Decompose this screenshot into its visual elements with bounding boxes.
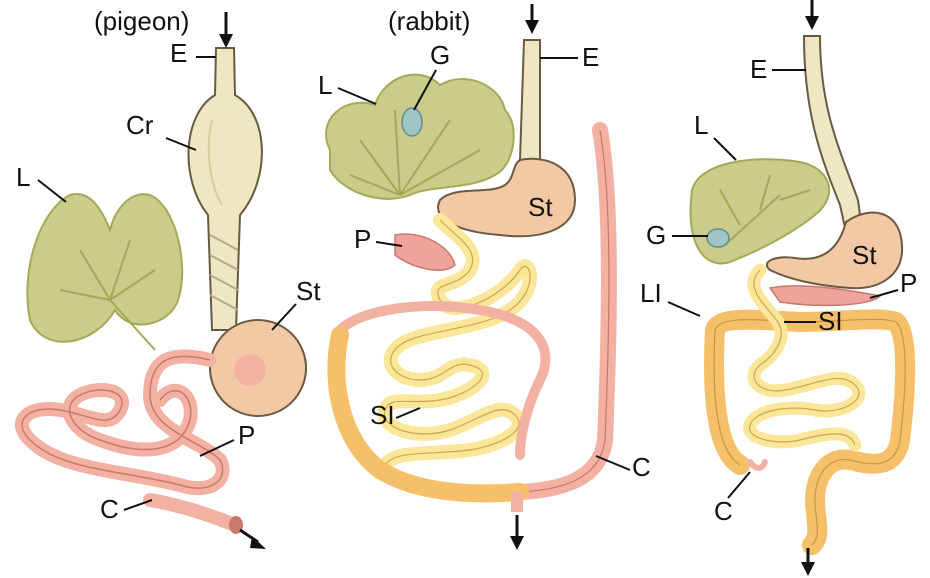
panel3-liver <box>691 159 830 263</box>
pigeon-leader-L <box>38 180 66 202</box>
rabbit-in-arrowhead <box>525 20 539 34</box>
rabbit-label-St: St <box>528 192 553 222</box>
pigeon-label-L: L <box>16 162 30 192</box>
rabbit-out-arrowhead <box>510 536 524 550</box>
pigeon-out-arrowhead <box>250 536 266 549</box>
pigeon-label-Cr: Cr <box>126 110 154 140</box>
pigeon-liver <box>27 194 182 342</box>
panel3-leader-P <box>870 290 898 298</box>
panel3-leader-LI <box>668 302 700 316</box>
panel3-label-LI: LI <box>640 278 662 308</box>
rabbit-leader-SI <box>396 408 420 418</box>
rabbit-label-L: L <box>318 70 332 100</box>
rabbit-label-C: C <box>632 452 651 482</box>
pigeon-label-St: St <box>296 276 321 306</box>
rabbit-pancreas <box>395 234 455 270</box>
panel3-label-L: L <box>694 110 708 140</box>
rabbit-label-E: E <box>582 42 599 72</box>
pigeon-label-P: P <box>238 420 255 450</box>
rabbit-panel: (rabbit) L G E St P SI C <box>318 4 651 550</box>
rabbit-esophagus <box>520 40 540 175</box>
panel3-out-arrowhead <box>801 562 815 576</box>
rabbit-label-P: P <box>354 224 371 254</box>
rabbit-title: (rabbit) <box>388 6 470 36</box>
pigeon-colon <box>150 500 235 525</box>
panel3-label-G: G <box>646 220 666 250</box>
panel3-label-C: C <box>714 496 733 526</box>
third-panel: E L G St P LI SI C <box>640 0 917 576</box>
panel3-pancreas <box>770 286 880 306</box>
pigeon-in-arrowhead <box>219 34 233 48</box>
pigeon-leader-St <box>272 304 296 330</box>
rabbit-leader-L <box>338 88 376 104</box>
panel3-leader-C <box>728 472 750 498</box>
rabbit-label-G: G <box>430 40 450 70</box>
pigeon-panel: (pigeon) E Cr L St P C <box>16 6 321 549</box>
panel3-label-SI: SI <box>818 306 843 336</box>
pigeon-stomach-center <box>234 354 266 386</box>
rabbit-liver <box>326 75 514 199</box>
rabbit-gallbladder <box>402 108 422 136</box>
rabbit-label-SI: SI <box>370 400 395 430</box>
pigeon-title: (pigeon) <box>94 6 189 36</box>
panel3-gallbladder <box>707 229 729 247</box>
panel3-in-arrowhead <box>805 16 819 30</box>
panel3-label-St: St <box>852 240 877 270</box>
panel3-leader-L <box>714 138 736 160</box>
panel3-appendix <box>750 462 765 468</box>
pigeon-label-E: E <box>170 38 187 68</box>
pigeon-intestine-loops <box>22 356 223 488</box>
panel3-label-E: E <box>750 54 767 84</box>
pigeon-label-C: C <box>100 494 119 524</box>
pigeon-esophagus <box>189 48 262 330</box>
panel3-label-P: P <box>900 268 917 298</box>
